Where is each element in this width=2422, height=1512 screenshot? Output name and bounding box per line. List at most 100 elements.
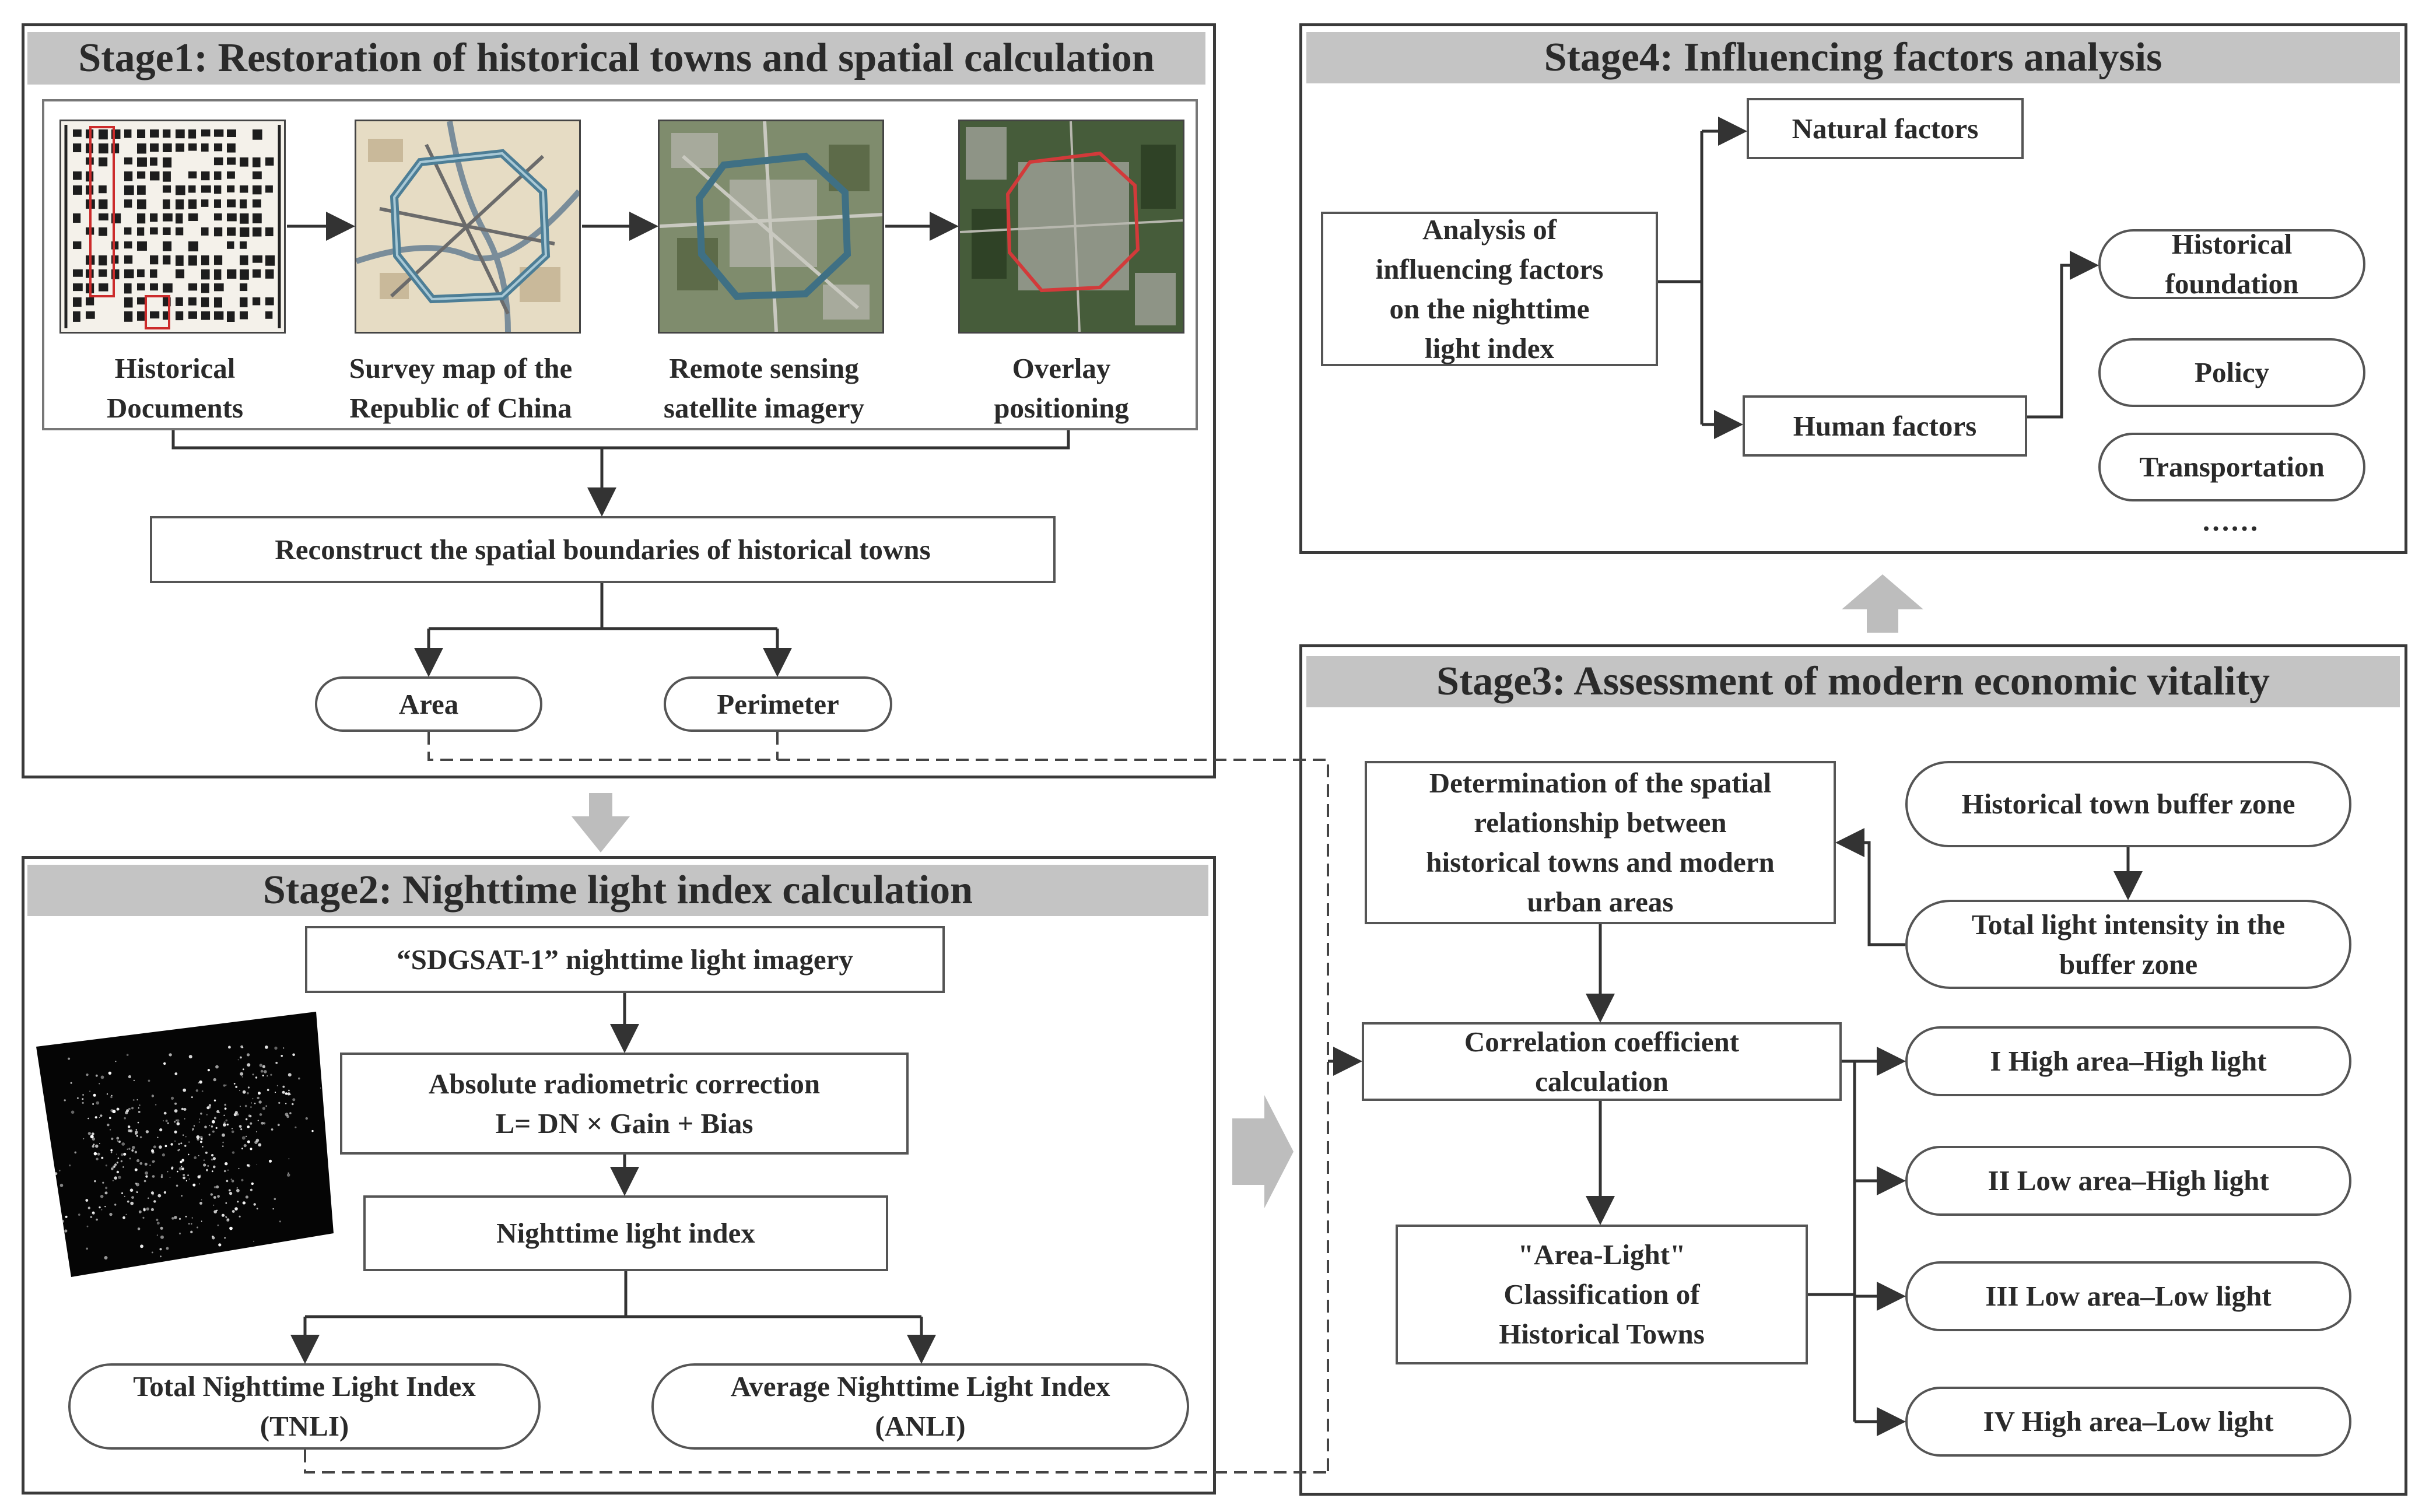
night-light-dot <box>270 1074 272 1076</box>
area-box: Area <box>315 676 542 732</box>
night-light-dot <box>82 1094 84 1096</box>
night-light-dot <box>259 1064 262 1067</box>
night-light-dot <box>250 1122 253 1125</box>
night-light-dot <box>260 1069 264 1073</box>
night-light-dot <box>58 1170 61 1171</box>
class-ii-box: II Low area–High light <box>1905 1146 2351 1216</box>
document-glyph-mark <box>99 283 108 292</box>
night-light-dot <box>184 1118 185 1120</box>
night-light-dot <box>281 1055 283 1057</box>
night-light-dot <box>125 1111 128 1114</box>
night-light-dot <box>264 1070 267 1074</box>
night-light-dot <box>292 1053 295 1057</box>
night-light-dot <box>286 1115 290 1118</box>
night-light-dot <box>223 1114 225 1116</box>
night-light-dot <box>121 1192 123 1194</box>
document-glyph-mark <box>227 129 236 138</box>
document-glyph-mark <box>201 311 211 320</box>
area-light-classification-box: "Area-Light" Classification of Historica… <box>1396 1225 1808 1364</box>
night-light-dot <box>254 1103 256 1104</box>
document-glyph-mark <box>240 269 249 280</box>
night-light-dot <box>181 1166 183 1167</box>
night-light-dot <box>215 1065 219 1069</box>
night-light-dot <box>246 1135 247 1137</box>
tnli-box: Total Nighttime Light Index (TNLI) <box>68 1363 541 1450</box>
night-light-dot <box>127 1148 128 1150</box>
night-light-dot <box>212 1130 215 1133</box>
document-glyph-mark <box>227 185 235 193</box>
night-light-dot <box>198 1155 199 1156</box>
night-light-dot <box>285 1092 288 1095</box>
night-light-dot <box>282 1085 285 1088</box>
night-light-dot <box>159 1248 162 1251</box>
night-light-dot <box>262 1075 264 1076</box>
night-light-dot <box>150 1149 155 1153</box>
document-glyph-mark <box>265 185 273 193</box>
document-glyph-mark <box>188 297 197 306</box>
overlay-positioning-image <box>958 120 1184 334</box>
night-light-dot <box>288 1172 289 1174</box>
night-light-dot <box>184 1145 187 1147</box>
night-light-dot <box>279 1220 281 1223</box>
night-light-dot <box>121 1153 124 1156</box>
night-light-dot <box>139 1104 141 1106</box>
night-light-dot <box>206 1169 208 1171</box>
night-light-dot <box>205 1151 208 1154</box>
night-light-dot <box>251 1102 253 1104</box>
night-light-dot <box>124 1195 125 1197</box>
stage2-title: Stage2: Nighttime light index calculatio… <box>27 865 1208 916</box>
document-glyph-mark <box>124 297 133 308</box>
night-light-dot <box>261 1121 264 1125</box>
night-light-dot <box>171 1167 174 1170</box>
night-light-dot <box>199 1118 201 1120</box>
night-light-dot <box>203 1159 205 1161</box>
night-light-dot <box>211 1170 213 1173</box>
night-light-dot <box>157 1194 162 1198</box>
document-glyph-mark <box>137 185 146 195</box>
night-light-dot <box>138 1107 139 1109</box>
night-light-dot <box>197 1175 201 1178</box>
night-light-dot <box>275 1092 276 1093</box>
night-light-dot <box>138 1210 142 1213</box>
night-light-dot <box>160 1235 164 1239</box>
night-light-dot <box>174 1109 178 1113</box>
document-glyph-mark <box>163 255 171 265</box>
night-light-dot <box>201 1199 202 1201</box>
night-light-dot <box>178 1167 183 1171</box>
transportation-box: Transportation <box>2098 433 2365 501</box>
stage4-title: Stage4: Influencing factors analysis <box>1306 32 2400 83</box>
night-light-dot <box>122 1166 124 1168</box>
night-light-dot <box>198 1183 200 1185</box>
night-light-dot <box>114 1163 117 1166</box>
night-light-dot <box>174 1140 176 1142</box>
night-light-dot <box>199 1202 202 1205</box>
night-light-dot <box>188 1223 190 1225</box>
night-light-dot <box>229 1191 233 1195</box>
night-light-dot <box>251 1182 254 1185</box>
night-light-dot <box>135 1191 138 1193</box>
document-glyph-mark <box>163 171 171 182</box>
night-light-dot <box>70 1082 72 1084</box>
document-glyph-mark <box>176 311 184 321</box>
night-light-dot <box>183 1108 187 1111</box>
night-light-dot <box>95 1074 98 1077</box>
night-light-dot <box>241 1148 243 1150</box>
night-light-dot <box>137 1227 141 1230</box>
night-light-dot <box>87 1132 91 1135</box>
document-glyph-mark <box>253 255 262 263</box>
night-light-dot <box>242 1090 246 1094</box>
night-light-dot <box>272 1208 274 1210</box>
night-light-dot <box>259 1113 262 1116</box>
night-light-dot <box>247 1086 250 1089</box>
document-glyph-mark <box>265 255 275 266</box>
night-light-dot <box>199 1080 202 1084</box>
night-light-dot <box>217 1195 220 1198</box>
night-light-dot <box>243 1144 247 1148</box>
night-light-dot <box>187 1174 190 1177</box>
night-light-dot <box>311 1129 314 1132</box>
satellite-imagery-image <box>658 120 884 334</box>
night-light-dot <box>160 1176 163 1178</box>
night-light-dot <box>212 1120 215 1124</box>
night-light-dot <box>238 1167 240 1170</box>
night-light-dot <box>240 1056 242 1059</box>
